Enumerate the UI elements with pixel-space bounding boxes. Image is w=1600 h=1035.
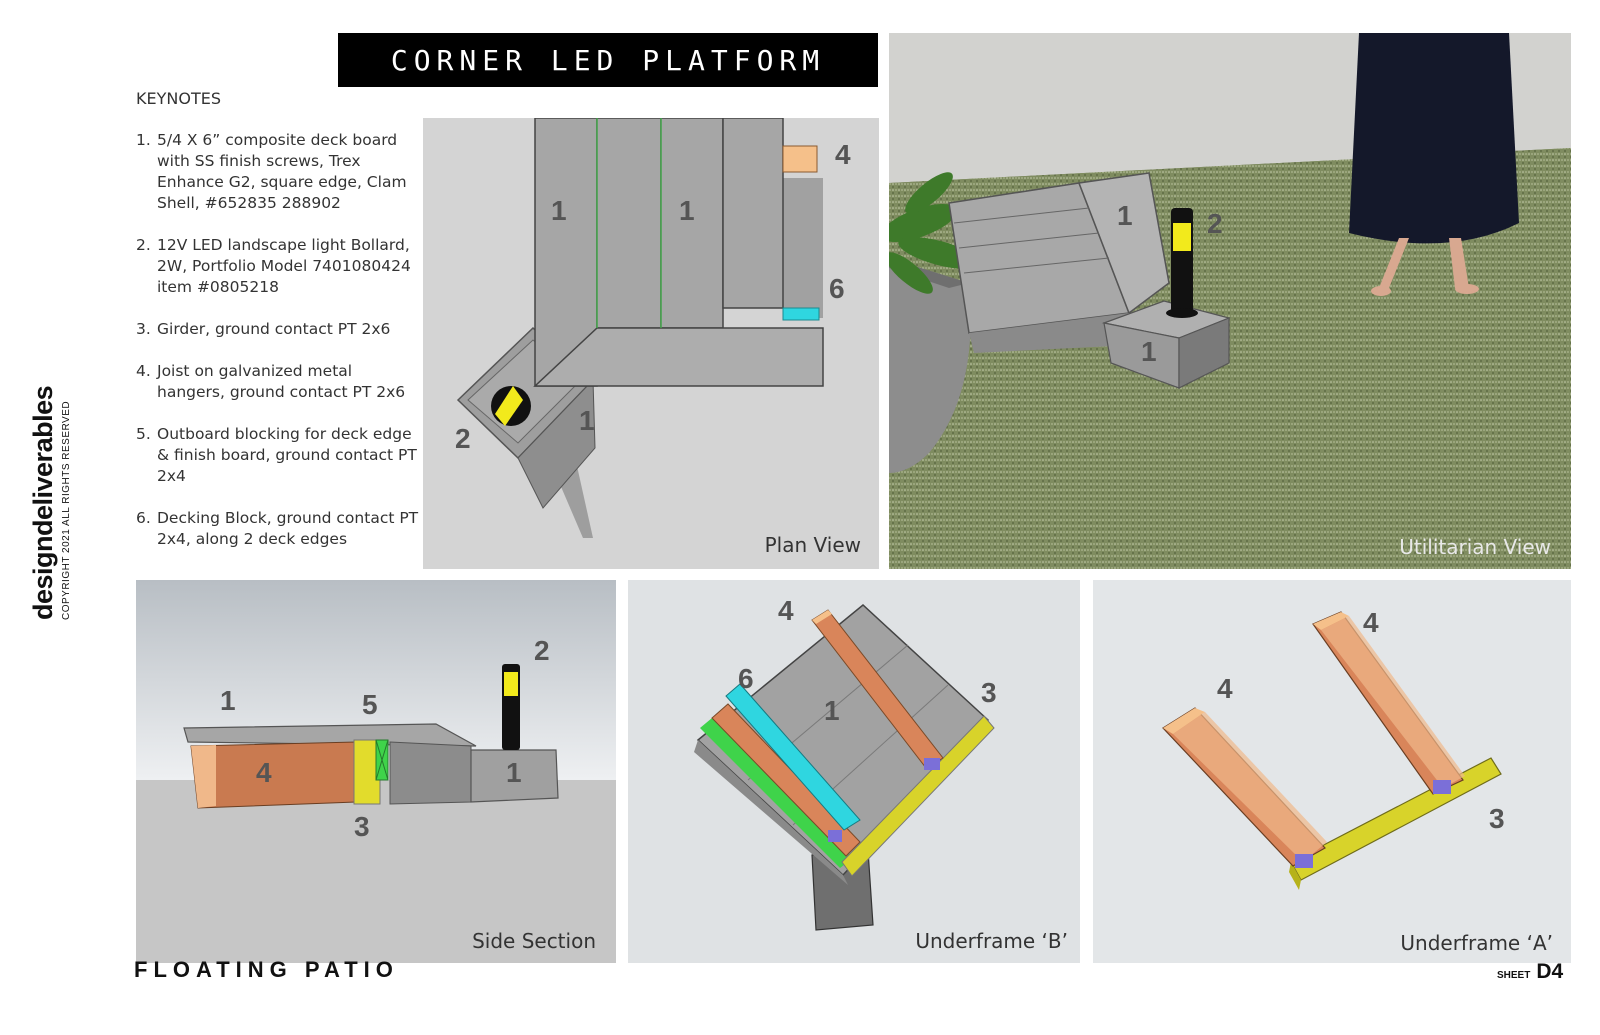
sheet-id: SHEET D4 [1497, 960, 1563, 984]
keynotes-list: 1. 5/4 X 6” composite deck board with SS … [136, 130, 421, 571]
keynote-text: 5/4 X 6” composite deck board with SS fi… [157, 131, 407, 212]
utilitarian-view-panel: 1 2 1 Utilitarian View [889, 33, 1571, 569]
side-section-drawing: 1 5 2 4 1 3 [136, 580, 616, 963]
keynote-text: Joist on galvanized metal hangers, groun… [157, 362, 406, 401]
underframe-b-drawing: 4 6 1 3 [694, 595, 997, 931]
keynote-text: 12V LED landscape light Bollard, 2W, Por… [157, 236, 411, 296]
plan-callout-1a: 1 [551, 195, 567, 226]
util-callout-1b: 1 [1141, 336, 1157, 367]
project-name: FLOATING PATIO [134, 957, 399, 982]
plan-view-drawing: 1 1 4 6 2 1 [455, 118, 851, 538]
keynote-number: 4. [136, 362, 151, 380]
side-callout-1a: 1 [220, 685, 236, 716]
brand-name: designdeliverables [28, 385, 58, 620]
side-callout-3: 3 [354, 811, 370, 842]
keynote-number: 2. [136, 236, 151, 254]
keynote-text: Outboard blocking for deck edge & finish… [157, 425, 417, 485]
sheet-label: SHEET [1497, 970, 1531, 981]
undera-callout-4b: 4 [1217, 673, 1233, 704]
utilitarian-view-label: Utilitarian View [1399, 535, 1551, 559]
sheet-title: CORNER LED PLATFORM [390, 43, 826, 77]
underframe-a-panel: 4 4 3 Underframe ‘A’ [1093, 580, 1571, 963]
keynote-text: Girder, ground contact PT 2x6 [157, 320, 391, 338]
side-section-label: Side Section [472, 929, 596, 953]
plan-callout-6: 6 [829, 273, 845, 304]
underframe-a-drawing: 4 4 3 [1162, 607, 1505, 890]
keynote-text: Decking Block, ground contact PT 2x4, al… [157, 509, 419, 548]
keynote-number: 6. [136, 509, 151, 527]
underb-callout-3: 3 [981, 677, 997, 708]
sheet-number: D4 [1536, 960, 1564, 983]
keynote-number: 3. [136, 320, 151, 338]
keynote-item: 6. Decking Block, ground contact PT 2x4, … [136, 508, 421, 550]
plan-callout-1c: 1 [579, 405, 595, 436]
underframe-b-panel: 4 6 1 3 Underframe ‘B’ [628, 580, 1080, 963]
keynote-number: 5. [136, 425, 151, 443]
utilitarian-view-drawing: 1 2 1 [889, 33, 1571, 569]
keynote-number: 1. [136, 131, 151, 149]
underb-callout-1: 1 [824, 695, 840, 726]
undera-callout-4a: 4 [1363, 607, 1379, 638]
keynote-item: 5. Outboard blocking for deck edge & fini… [136, 424, 421, 487]
keynote-item: 1. 5/4 X 6” composite deck board with SS … [136, 130, 421, 214]
keynotes-heading: KEYNOTES [136, 89, 221, 108]
plan-view-label: Plan View [764, 533, 861, 557]
plan-callout-4: 4 [835, 139, 851, 170]
side-callout-1b: 1 [506, 757, 522, 788]
underb-callout-4: 4 [778, 595, 794, 626]
undera-callout-3: 3 [1489, 803, 1505, 834]
keynote-item: 4. Joist on galvanized metal hangers, gro… [136, 361, 421, 403]
side-callout-2: 2 [534, 635, 550, 666]
plan-callout-1b: 1 [679, 195, 695, 226]
brand-copyright: COPYRIGHT 2021 ALL RIGHTS RESERVED [61, 400, 72, 620]
plan-view-panel: 1 1 4 6 2 1 Plan View [423, 118, 879, 569]
keynote-item: 3. Girder, ground contact PT 2x6 [136, 319, 421, 340]
side-section-panel: 1 5 2 4 1 3 Side Section [136, 580, 616, 963]
side-callout-5: 5 [362, 689, 378, 720]
underframe-b-label: Underframe ‘B’ [915, 929, 1068, 953]
title-banner: CORNER LED PLATFORM [338, 33, 878, 87]
plan-callout-2: 2 [455, 423, 471, 454]
underb-callout-6: 6 [738, 663, 754, 694]
util-callout-2: 2 [1207, 208, 1223, 239]
util-callout-1a: 1 [1117, 200, 1133, 231]
underframe-a-label: Underframe ‘A’ [1400, 931, 1553, 955]
side-callout-4: 4 [256, 757, 272, 788]
keynote-item: 2. 12V LED landscape light Bollard, 2W, P… [136, 235, 421, 298]
